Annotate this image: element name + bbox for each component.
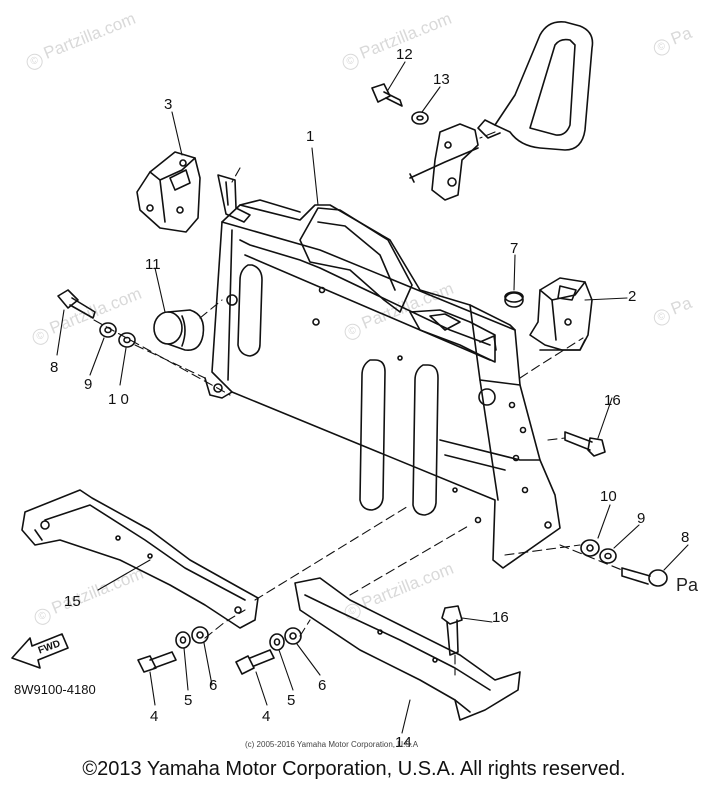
- washer-part-9-right: [599, 548, 617, 564]
- washer-part-6-left: [191, 626, 209, 644]
- callout-15: 15: [64, 593, 81, 610]
- callout-leader-lines: [56, 61, 689, 734]
- callout-14: 14: [395, 734, 412, 751]
- callout-13: 13: [433, 71, 450, 88]
- callout-16-right: 16: [604, 392, 621, 409]
- washer-part-6-right: [284, 627, 302, 645]
- bolt-part-4-left: [137, 651, 177, 673]
- handle-assembly: [409, 20, 594, 201]
- bracket-part-2: [529, 277, 593, 351]
- callout-16-bottom: 16: [492, 609, 509, 626]
- callout-4-left: 4: [150, 708, 159, 725]
- callout-8-right: 8: [681, 529, 690, 546]
- callout-7: 7: [510, 240, 519, 257]
- washer-part-9-left: [99, 322, 117, 338]
- bolt-part-8-left: [57, 289, 96, 319]
- bolt-part-12: [371, 83, 403, 107]
- bolt-part-4-right: [235, 649, 275, 675]
- copyright-footer: ©2013 Yamaha Motor Corporation, U.S.A. A…: [82, 758, 626, 780]
- callout-6-left: 6: [209, 677, 218, 694]
- crossmember-part-15: [21, 489, 259, 629]
- assembly-guide-lines: [93, 131, 623, 676]
- callout-12: 12: [396, 46, 413, 63]
- rubber-mount-part-11: [153, 309, 205, 352]
- nut-part-7: [504, 291, 524, 308]
- callout-3: 3: [164, 96, 173, 113]
- bolt-part-16-right: [564, 431, 606, 457]
- callout-9-left: 9: [84, 376, 93, 393]
- callout-5-right: 5: [287, 692, 296, 709]
- bracket-part-3: [136, 151, 201, 233]
- washer-part-10-left: [118, 332, 136, 348]
- main-frame-part-1: [204, 174, 561, 569]
- callout-1: 1: [306, 128, 315, 145]
- washer-part-13: [411, 111, 429, 125]
- diagram-part-code: 8W9100-4180: [14, 682, 96, 697]
- fwd-arrow-icon: [11, 633, 69, 669]
- bolt-part-16-vertical: [441, 605, 463, 656]
- callout-9-right: 9: [637, 510, 646, 527]
- edge-watermark-text: Pa: [676, 575, 699, 595]
- callout-10-left: 1 0: [108, 391, 129, 408]
- washer-part-5-left: [175, 631, 191, 649]
- callout-4-right: 4: [262, 708, 271, 725]
- callout-10-right: 10: [600, 488, 617, 505]
- callout-11: 11: [145, 256, 161, 273]
- callout-8-left: 8: [50, 359, 59, 376]
- callout-2: 2: [628, 288, 637, 305]
- washer-part-10-right: [580, 539, 600, 557]
- bolt-part-8-right: [621, 567, 668, 587]
- washer-part-5-right: [269, 633, 285, 651]
- callout-5-left: 5: [184, 692, 193, 709]
- crossmember-part-14: [294, 577, 521, 721]
- small-copyright-notice: (c) 2005-2016 Yamaha Motor Corporation, …: [245, 740, 419, 749]
- callout-6-right: 6: [318, 677, 327, 694]
